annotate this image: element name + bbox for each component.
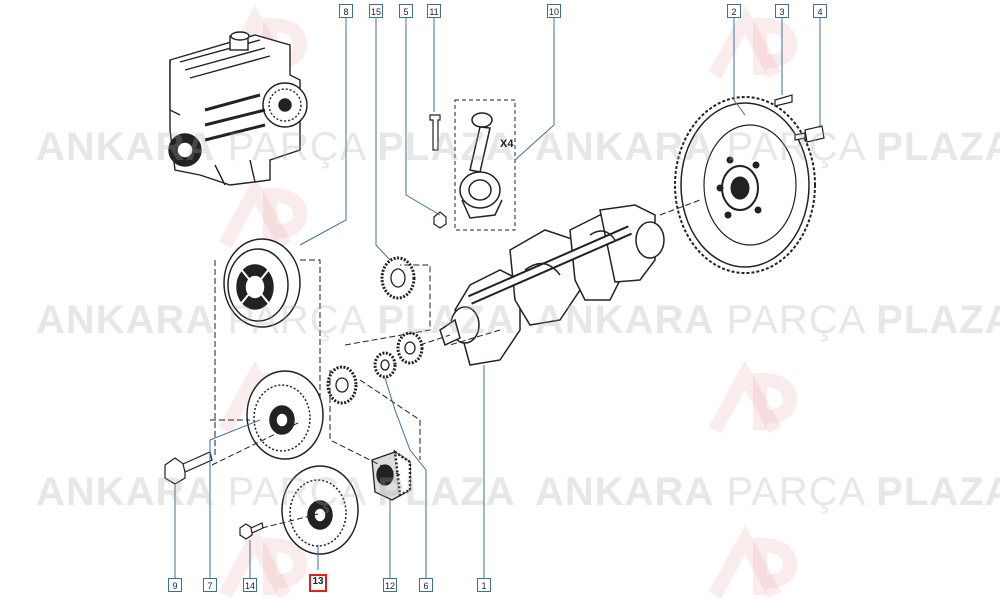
sprocket-6: [373, 331, 424, 379]
hub-12: [371, 449, 412, 501]
pulley-7: [246, 370, 324, 460]
callout-10[interactable]: 10: [547, 4, 561, 18]
callout-12[interactable]: 12: [383, 578, 397, 592]
quantity-label: X4: [500, 138, 514, 150]
timing-gear: [326, 365, 358, 405]
callout-14[interactable]: 14: [243, 578, 257, 592]
assembly-lines: [210, 199, 701, 529]
callout-1[interactable]: 1: [477, 578, 491, 592]
callout-4[interactable]: 4: [813, 4, 827, 18]
callout-9[interactable]: 9: [168, 578, 182, 592]
sprocket-15: [380, 256, 416, 300]
flywheel-bolt: [774, 94, 825, 143]
callout-6[interactable]: 6: [419, 578, 433, 592]
callout-8[interactable]: 8: [339, 4, 353, 18]
crankshaft: [439, 204, 665, 366]
watermark-logo: [218, 5, 798, 599]
rod-nut: [433, 211, 447, 229]
connecting-rod: [454, 99, 516, 231]
flywheel: [674, 96, 816, 274]
callout-13-selected[interactable]: 13: [309, 574, 327, 592]
pulley-bolt-9: [164, 451, 213, 485]
callout-11[interactable]: 11: [427, 4, 441, 18]
callout-3[interactable]: 3: [775, 4, 789, 18]
callout-2[interactable]: 2: [727, 4, 741, 18]
callout-7[interactable]: 7: [203, 578, 217, 592]
pulley-13: [281, 465, 359, 555]
rod-bolt: [429, 114, 441, 151]
leader-lines: [174, 17, 821, 578]
engine-illustration: [168, 31, 308, 186]
damper-pulley-8: [223, 238, 301, 328]
callout-5[interactable]: 5: [399, 4, 413, 18]
callout-15[interactable]: 15: [369, 4, 383, 18]
